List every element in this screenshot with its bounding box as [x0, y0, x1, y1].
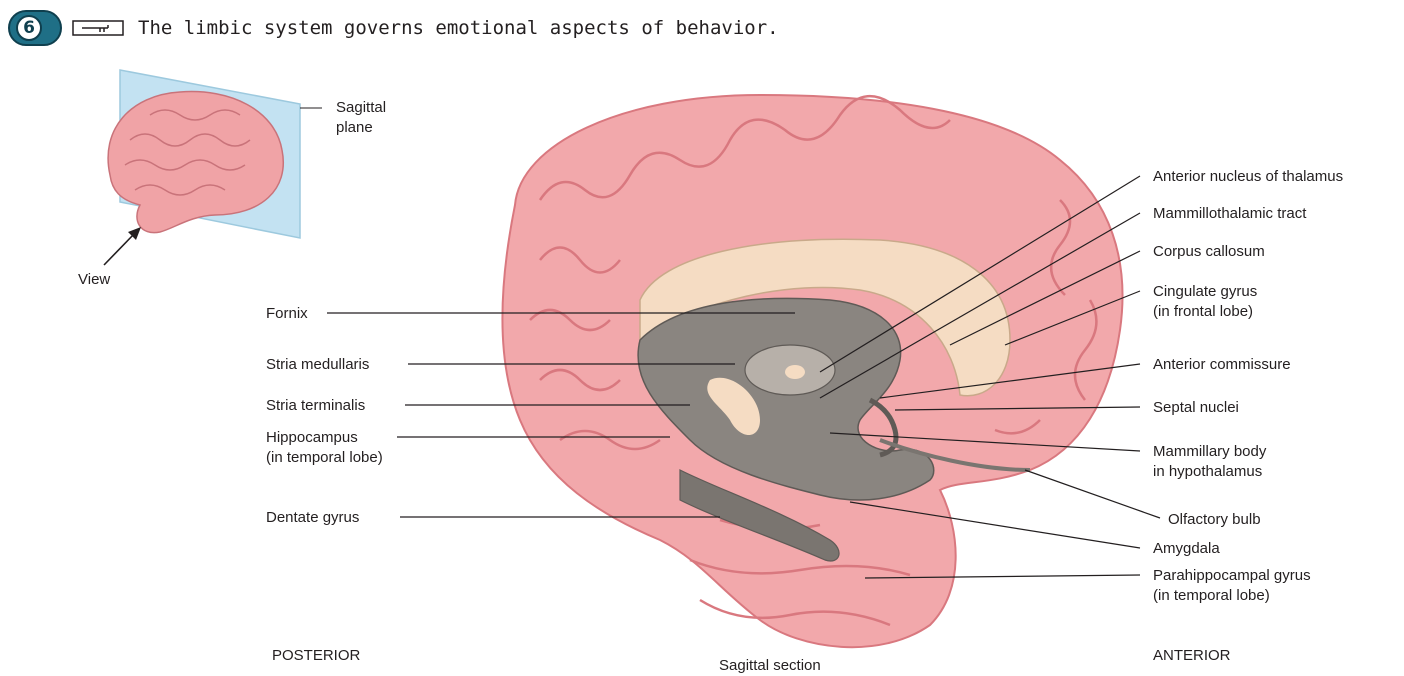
label-olfactory-bulb: Olfactory bulb [1168, 511, 1261, 528]
label-mammillothalamic-tract: Mammillothalamic tract [1153, 205, 1307, 222]
label-stria-medullaris: Stria medullaris [266, 356, 369, 373]
label-posterior: POSTERIOR [272, 647, 361, 664]
label-hippocampus-2: (in temporal lobe) [266, 449, 383, 466]
label-septal-nuclei: Septal nuclei [1153, 399, 1239, 416]
label-hippocampus-1: Hippocampus [266, 429, 358, 446]
inset-brain-figure: Sagittal plane View [78, 70, 386, 288]
label-dentate-gyrus: Dentate gyrus [266, 509, 359, 526]
label-stria-terminalis: Stria terminalis [266, 397, 365, 414]
plane-label-1: Sagittal [336, 99, 386, 116]
plane-label-2: plane [336, 119, 373, 136]
label-parahippocampal-2: (in temporal lobe) [1153, 587, 1270, 604]
label-parahippocampal-1: Parahippocampal gyrus [1153, 567, 1311, 584]
label-anterior: ANTERIOR [1153, 647, 1231, 664]
label-cingulate-2: (in frontal lobe) [1153, 303, 1253, 320]
label-mammillary-2: in hypothalamus [1153, 463, 1262, 480]
main-brain [503, 95, 1123, 647]
label-anterior-commissure: Anterior commissure [1153, 356, 1291, 373]
label-fornix: Fornix [266, 305, 308, 322]
label-sagittal-section: Sagittal section [719, 657, 821, 674]
label-amygdala: Amygdala [1153, 540, 1220, 557]
label-corpus-callosum: Corpus callosum [1153, 243, 1265, 260]
view-label: View [78, 271, 110, 288]
label-cingulate-1: Cingulate gyrus [1153, 283, 1257, 300]
label-anterior-nucleus: Anterior nucleus of thalamus [1153, 168, 1343, 185]
label-mammillary-1: Mammillary body [1153, 443, 1267, 460]
